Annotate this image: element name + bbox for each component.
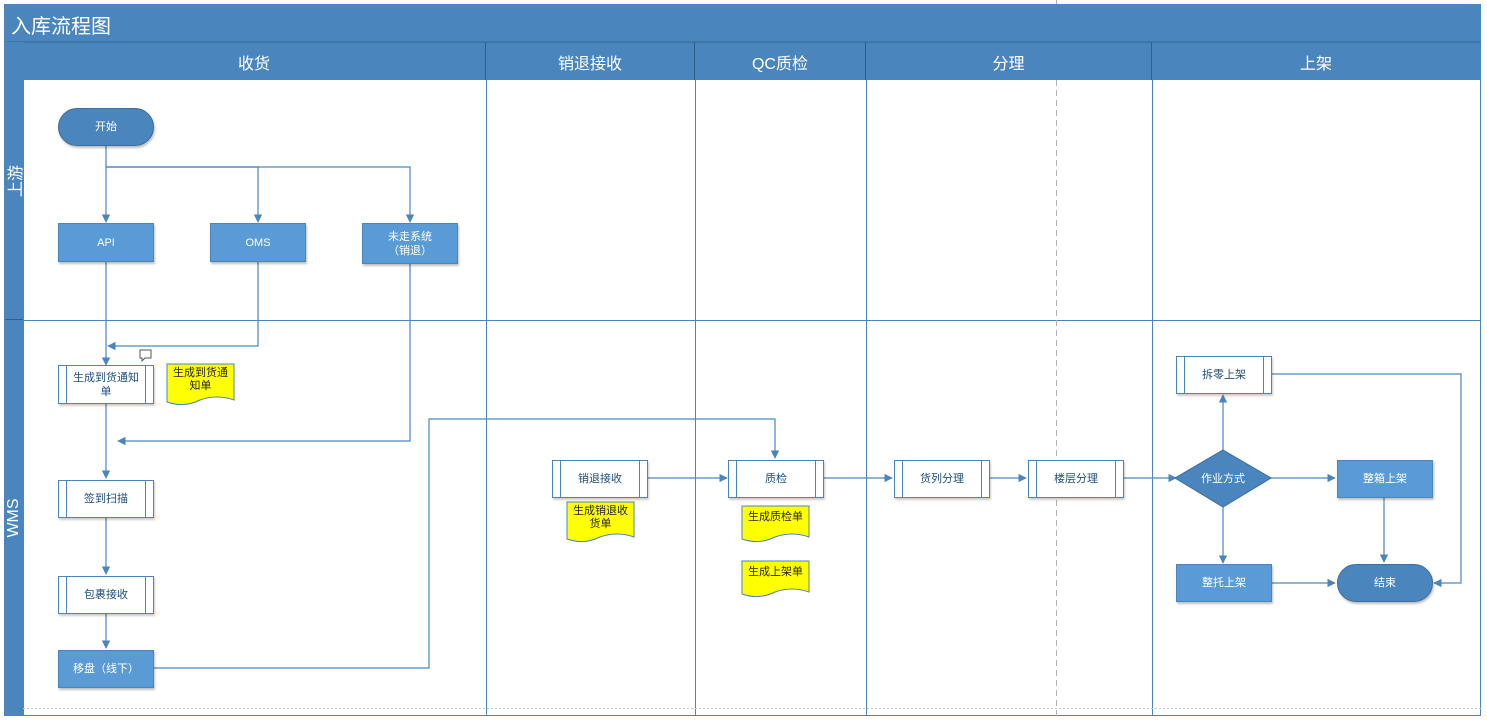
decision-diamond: [1174, 449, 1272, 508]
doc-shape-qc: [741, 505, 810, 543]
floor-sort-subprocess[interactable]: 楼层分理: [1028, 460, 1124, 498]
sign-scan-subprocess[interactable]: 签到扫描: [58, 480, 154, 518]
swimlane-grid: [4, 4, 1481, 716]
no-system-process[interactable]: 未走系统 （销退）: [362, 223, 458, 264]
qc-document-label: 生成质检单: [748, 511, 803, 523]
column-header-qc: QC质检: [695, 42, 866, 80]
pallet-shelf-process[interactable]: 整托上架: [1176, 564, 1272, 602]
oms-process[interactable]: OMS: [210, 223, 306, 262]
doc-shape-shelf: [741, 560, 810, 598]
doc-shape-notice: [166, 363, 235, 406]
lane-header-upstream: 上游: [4, 42, 25, 320]
move-pallet-process[interactable]: 移盘（线下）: [58, 650, 154, 688]
generate-notice-subprocess[interactable]: 生成到货通知 单: [58, 365, 154, 404]
end-terminal[interactable]: 结束: [1337, 564, 1433, 602]
return-receive-subprocess[interactable]: 销退接收: [552, 460, 648, 498]
column-sort-subprocess[interactable]: 货列分理: [894, 460, 990, 498]
shelf-document-label: 生成上架单: [748, 566, 803, 578]
box-shelf-process[interactable]: 整箱上架: [1337, 460, 1433, 498]
start-terminal[interactable]: 开始: [58, 108, 154, 146]
qc-subprocess[interactable]: 质检: [728, 460, 824, 498]
doc-shape-return: [566, 501, 635, 543]
parcel-receive-subprocess[interactable]: 包裹接收: [58, 576, 154, 614]
column-header-return-receive: 销退接收: [486, 42, 695, 80]
column-header-sorting: 分理: [866, 42, 1152, 80]
return-document-label: 生成销退收 货单: [573, 505, 628, 530]
split-shelf-subprocess[interactable]: 拆零上架: [1176, 356, 1272, 394]
connectors: [101, 146, 1462, 669]
column-header-shelving: 上架: [1152, 42, 1481, 80]
api-process[interactable]: API: [58, 223, 154, 262]
comment-icon: [139, 349, 152, 363]
notice-document-label: 生成到货通 知单: [173, 367, 228, 392]
operation-mode-decision[interactable]: 作业方式: [1201, 473, 1245, 485]
column-header-receiving: 收货: [23, 42, 486, 80]
